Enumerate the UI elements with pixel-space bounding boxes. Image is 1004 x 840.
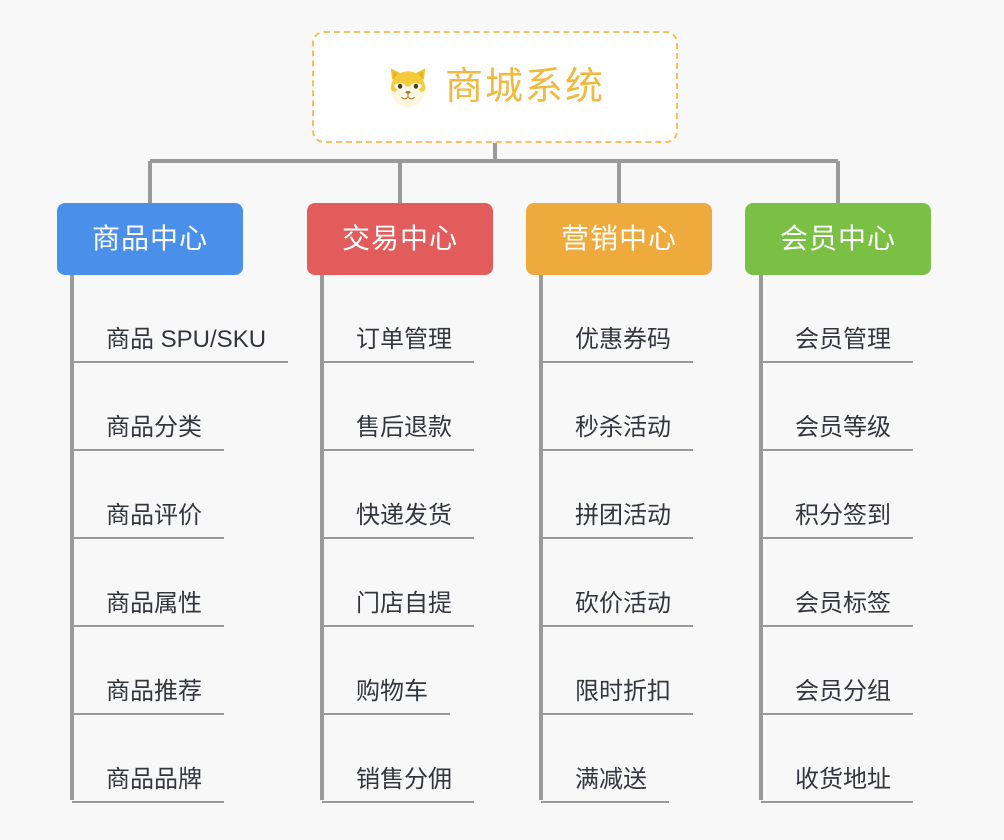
leaf-label: 快递发货 bbox=[322, 504, 474, 539]
leaf-label: 会员标签 bbox=[761, 592, 913, 627]
leaf-item[interactable]: 门店自提 bbox=[322, 539, 474, 627]
leaf-column-trade-center: 订单管理 售后退款 快递发货 门店自提 购物车 销售分佣 bbox=[322, 275, 474, 803]
leaf-label: 商品评价 bbox=[72, 504, 224, 539]
category-label-marketing-center: 营销中心 bbox=[560, 223, 677, 254]
leaf-item[interactable]: 会员标签 bbox=[761, 539, 913, 627]
leaf-item[interactable]: 商品 SPU/SKU bbox=[72, 275, 289, 363]
leaf-item[interactable]: 会员管理 bbox=[761, 275, 913, 363]
root-node[interactable]: 商城系统 bbox=[312, 31, 678, 143]
leaf-label: 砍价活动 bbox=[541, 592, 693, 627]
leaf-item[interactable]: 积分签到 bbox=[761, 451, 913, 539]
leaf-label: 商品 SPU/SKU bbox=[72, 328, 289, 363]
category-box-marketing-center[interactable]: 营销中心 bbox=[526, 203, 712, 275]
leaf-column-member-center: 会员管理 会员等级 积分签到 会员标签 会员分组 收货地址 bbox=[761, 275, 913, 803]
leaf-label: 商品分类 bbox=[72, 416, 224, 451]
leaf-label: 会员等级 bbox=[761, 416, 913, 451]
category-label-member-center: 会员中心 bbox=[779, 223, 896, 254]
leaf-label: 优惠券码 bbox=[541, 328, 693, 363]
leaf-item[interactable]: 商品属性 bbox=[72, 539, 288, 627]
category-label-trade-center: 交易中心 bbox=[341, 223, 458, 254]
leaf-item[interactable]: 拼团活动 bbox=[541, 451, 693, 539]
leaf-label: 秒杀活动 bbox=[541, 416, 693, 451]
category-label-product-center: 商品中心 bbox=[91, 223, 208, 254]
category-box-member-center[interactable]: 会员中心 bbox=[745, 203, 931, 275]
leaf-label: 销售分佣 bbox=[322, 768, 474, 803]
leaf-item[interactable]: 砍价活动 bbox=[541, 539, 693, 627]
leaf-item[interactable]: 收货地址 bbox=[761, 715, 913, 803]
leaf-item[interactable]: 快递发货 bbox=[322, 451, 474, 539]
category-box-product-center[interactable]: 商品中心 bbox=[57, 203, 243, 275]
leaf-label: 会员分组 bbox=[761, 680, 913, 715]
leaf-label: 商品属性 bbox=[72, 592, 224, 627]
category-box-trade-center[interactable]: 交易中心 bbox=[307, 203, 493, 275]
leaf-label: 售后退款 bbox=[322, 416, 474, 451]
leaf-item[interactable]: 商品品牌 bbox=[72, 715, 288, 803]
leaf-item[interactable]: 商品分类 bbox=[72, 363, 288, 451]
leaf-item[interactable]: 限时折扣 bbox=[541, 627, 693, 715]
leaf-label: 积分签到 bbox=[761, 504, 913, 539]
leaf-label: 拼团活动 bbox=[541, 504, 693, 539]
leaf-label: 门店自提 bbox=[322, 592, 474, 627]
leaf-item[interactable]: 会员等级 bbox=[761, 363, 913, 451]
leaf-item[interactable]: 会员分组 bbox=[761, 627, 913, 715]
leaf-item[interactable]: 售后退款 bbox=[322, 363, 474, 451]
leaf-label: 会员管理 bbox=[761, 328, 913, 363]
leaf-label: 订单管理 bbox=[322, 328, 474, 363]
shiba-dog-icon bbox=[390, 68, 426, 108]
leaf-label: 限时折扣 bbox=[541, 680, 693, 715]
leaf-item[interactable]: 购物车 bbox=[322, 627, 474, 715]
leaf-label: 购物车 bbox=[322, 680, 450, 715]
leaf-item[interactable]: 商品评价 bbox=[72, 451, 288, 539]
leaf-item[interactable]: 商品推荐 bbox=[72, 627, 288, 715]
leaf-label: 满减送 bbox=[541, 768, 669, 803]
leaf-item[interactable]: 销售分佣 bbox=[322, 715, 474, 803]
leaf-column-marketing-center: 优惠券码 秒杀活动 拼团活动 砍价活动 限时折扣 满减送 bbox=[541, 275, 693, 803]
leaf-item[interactable]: 满减送 bbox=[541, 715, 693, 803]
leaf-item[interactable]: 订单管理 bbox=[322, 275, 474, 363]
leaf-label: 收货地址 bbox=[761, 768, 913, 803]
leaf-item[interactable]: 秒杀活动 bbox=[541, 363, 693, 451]
leaf-label: 商品推荐 bbox=[72, 680, 224, 715]
leaf-column-product-center: 商品 SPU/SKU 商品分类 商品评价 商品属性 商品推荐 商品品牌 bbox=[72, 275, 289, 803]
leaf-item[interactable]: 优惠券码 bbox=[541, 275, 693, 363]
leaf-label: 商品品牌 bbox=[72, 768, 224, 803]
root-title: 商城系统 bbox=[444, 66, 605, 108]
